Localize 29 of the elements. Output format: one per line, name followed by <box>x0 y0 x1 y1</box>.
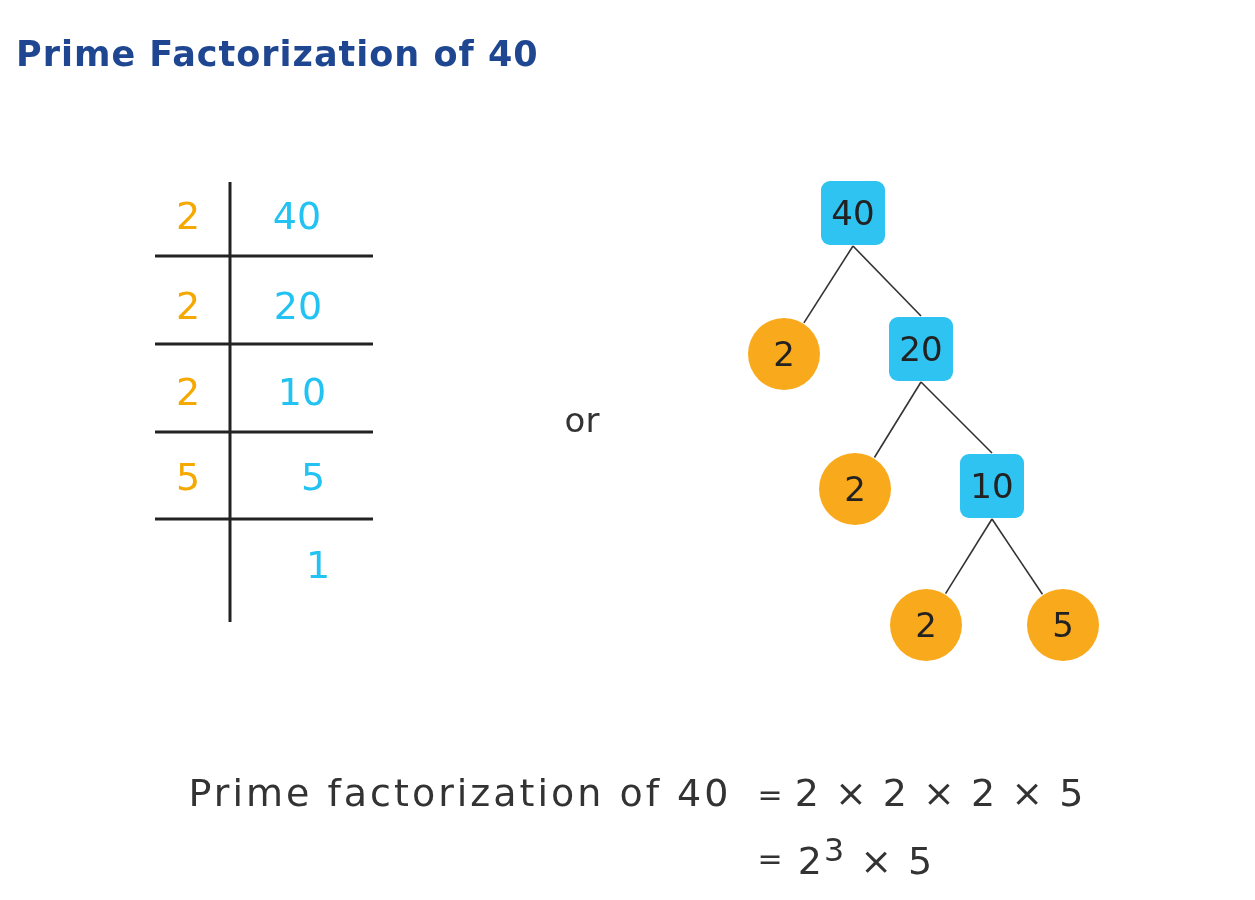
number-box: 20 <box>889 317 953 381</box>
equals-sign: = <box>757 841 783 875</box>
title: Prime Factorization of 40 <box>16 34 539 74</box>
connector-line <box>991 518 1044 596</box>
quotient-number: 1 <box>305 545 331 587</box>
quotient-number: 40 <box>272 196 322 238</box>
factor-circle: 2 <box>748 318 820 390</box>
connector-line <box>944 518 993 595</box>
factor-circle: 5 <box>1027 589 1099 661</box>
divisor-number: 2 <box>175 286 201 328</box>
factor-product: 2 × 2 × 2 × 5 <box>794 773 1086 815</box>
number-box: 10 <box>960 454 1024 518</box>
connector-line <box>873 381 922 459</box>
divisor-number: 2 <box>175 372 201 414</box>
divisor-number: 5 <box>175 457 201 499</box>
factor-circle: 2 <box>819 453 891 525</box>
quotient-number: 20 <box>273 286 323 328</box>
divisor-number: 2 <box>175 196 201 238</box>
equation-text: Prime factorization of 40 <box>188 773 732 815</box>
connector-line <box>852 245 922 317</box>
factor-circle: 2 <box>890 589 962 661</box>
number-box: 40 <box>821 181 885 245</box>
or-text: or <box>564 402 600 440</box>
quotient-number: 5 <box>300 457 326 499</box>
exponent-product: 2$^{3}$ × 5 <box>797 832 935 884</box>
connector-line <box>803 245 854 324</box>
quotient-number: 10 <box>277 372 327 414</box>
equals-sign: = <box>757 777 783 811</box>
connector-line <box>920 381 993 454</box>
